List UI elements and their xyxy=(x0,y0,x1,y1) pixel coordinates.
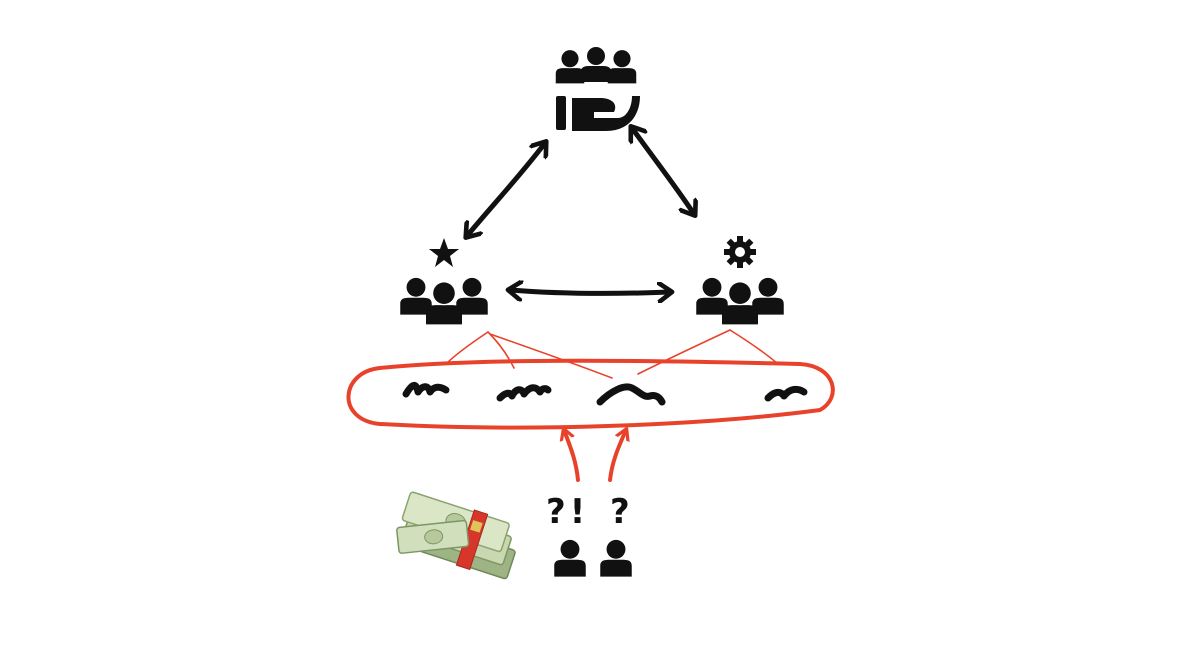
community-group-node xyxy=(555,47,640,131)
scribble-3 xyxy=(596,383,666,406)
arrow-star-to-gear xyxy=(510,290,670,293)
person-icon-left xyxy=(554,539,586,577)
arrow-community-to-gear xyxy=(632,128,694,214)
cash-stack-icon xyxy=(396,491,516,580)
question-mark: ? xyxy=(610,492,634,532)
scribble-2 xyxy=(496,384,552,402)
gear-icon xyxy=(724,236,756,268)
connector-lines xyxy=(445,329,779,379)
bottom-people xyxy=(554,539,632,577)
scribbles xyxy=(402,382,808,406)
question-exclaim-mark: ?! xyxy=(546,492,590,532)
red-arrow-right xyxy=(608,430,626,482)
scribble-box xyxy=(346,358,835,430)
person-icon-right xyxy=(600,539,632,577)
scribble-4 xyxy=(764,385,808,402)
scribble-1 xyxy=(402,382,450,398)
star-group-node xyxy=(400,238,488,325)
people-gear-icon xyxy=(696,236,784,325)
star-icon xyxy=(429,238,459,267)
people-star-icon xyxy=(400,238,488,325)
gear-group-node xyxy=(696,236,784,325)
arrow-star-to-community xyxy=(467,143,545,236)
red-arrow-left xyxy=(564,430,580,482)
people-hand-icon xyxy=(555,47,640,131)
